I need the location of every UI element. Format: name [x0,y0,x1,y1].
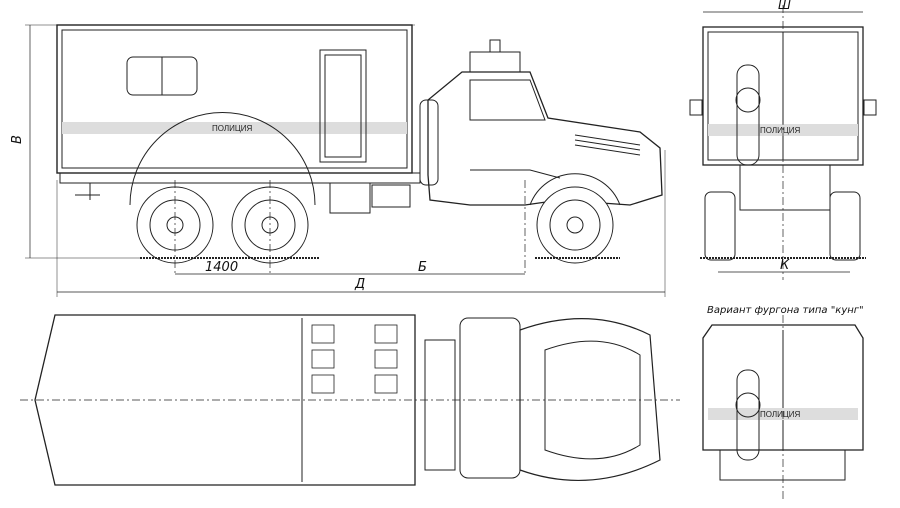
side-stripe-label: ПОЛИЦИЯ [212,124,253,133]
axle-spacing-label: 1400 [205,260,239,275]
rear-stripe-label: ПОЛИЦИЯ [760,126,801,135]
rear-view [689,5,877,280]
length-label: Д [355,277,366,292]
top-view [20,314,680,486]
variant-kung-view [702,315,864,500]
variant-caption: Вариант фургона типа "кунг" [707,305,864,316]
variant-stripe-label: ПОЛИЦИЯ [760,410,801,419]
width-label: Ш [778,0,791,12]
wheelbase-label: Б [418,260,427,275]
track-label: К [780,258,790,273]
side-view [25,24,666,297]
height-dimension-label: В [9,135,25,144]
